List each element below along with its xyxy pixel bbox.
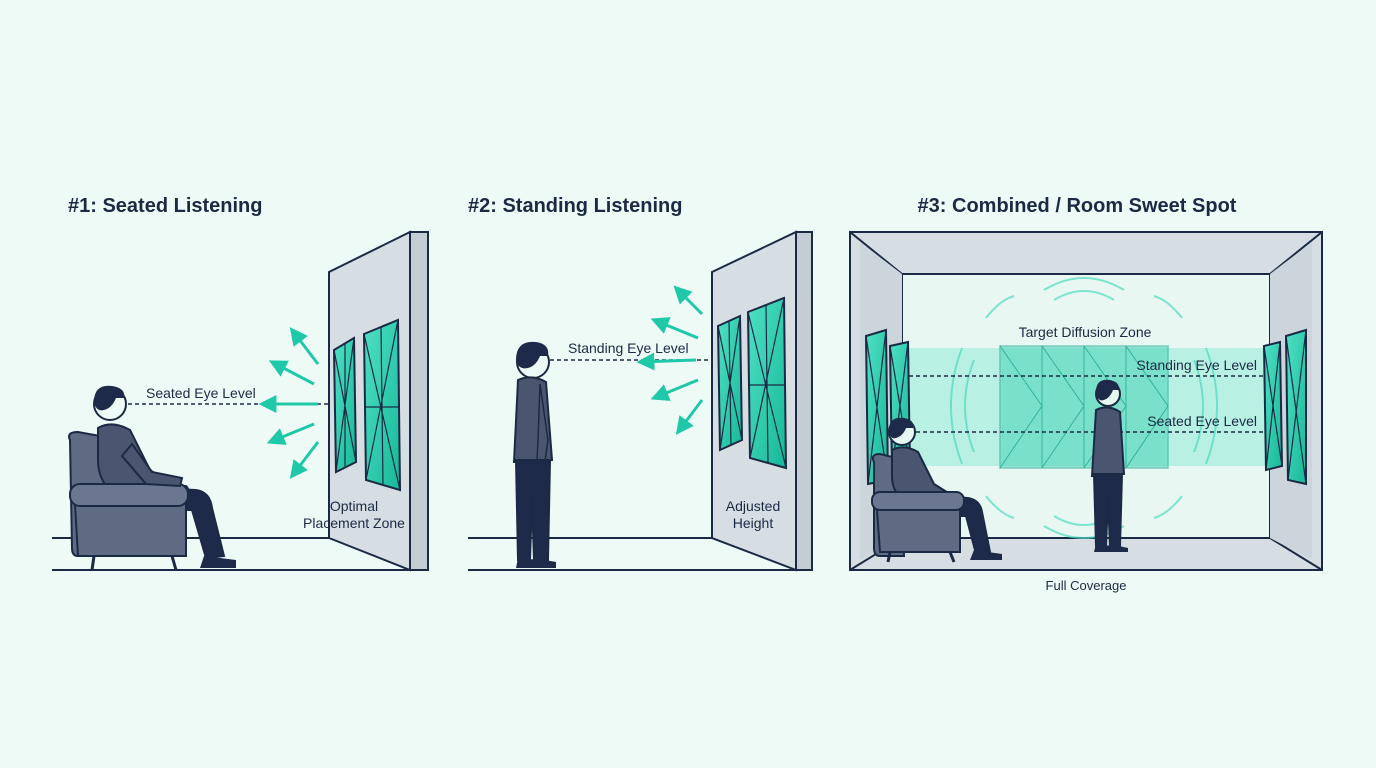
zone-label-line-1: Adjusted [726,498,780,514]
seated-eye-level-label: Seated Eye Level [146,385,256,401]
seated-eye-level-label: Seated Eye Level [1147,413,1257,429]
full-coverage-label: Full Coverage [1046,578,1127,593]
panel-seated: #1: Seated Listening Seated Eye Level Op… [52,195,429,572]
standing-eye-level-label: Standing Eye Level [568,340,689,356]
panel-combined: #3: Combined / Room Sweet Spot [849,195,1323,593]
panel-2-title: #2: Standing Listening [468,195,682,217]
target-diffusion-zone-label: Target Diffusion Zone [1019,324,1152,340]
seated-person-icon [871,417,1002,563]
zone-label-line-2: Height [733,515,774,531]
standing-eye-level-label: Standing Eye Level [1136,357,1257,373]
reflection-arrows [258,327,320,479]
panel-standing: #2: Standing Listening Standing Eye Leve… [468,195,813,572]
diffuser-panel-icon [1262,328,1307,486]
zone-label-line-1: Optimal [330,498,378,514]
standing-person-icon [1090,379,1128,552]
wall-edge [409,231,429,571]
panel-1-title: #1: Seated Listening [68,195,263,217]
seated-person-icon [68,385,236,571]
zone-label-line-2: Placement Zone [303,515,405,531]
diffuser-panel-icon [716,296,788,470]
diffuser-panel-icon [332,318,402,492]
wall-edge [795,231,813,571]
reflection-arrows [636,285,704,435]
standing-person-icon [512,341,556,568]
panel-3-title: #3: Combined / Room Sweet Spot [918,195,1237,217]
